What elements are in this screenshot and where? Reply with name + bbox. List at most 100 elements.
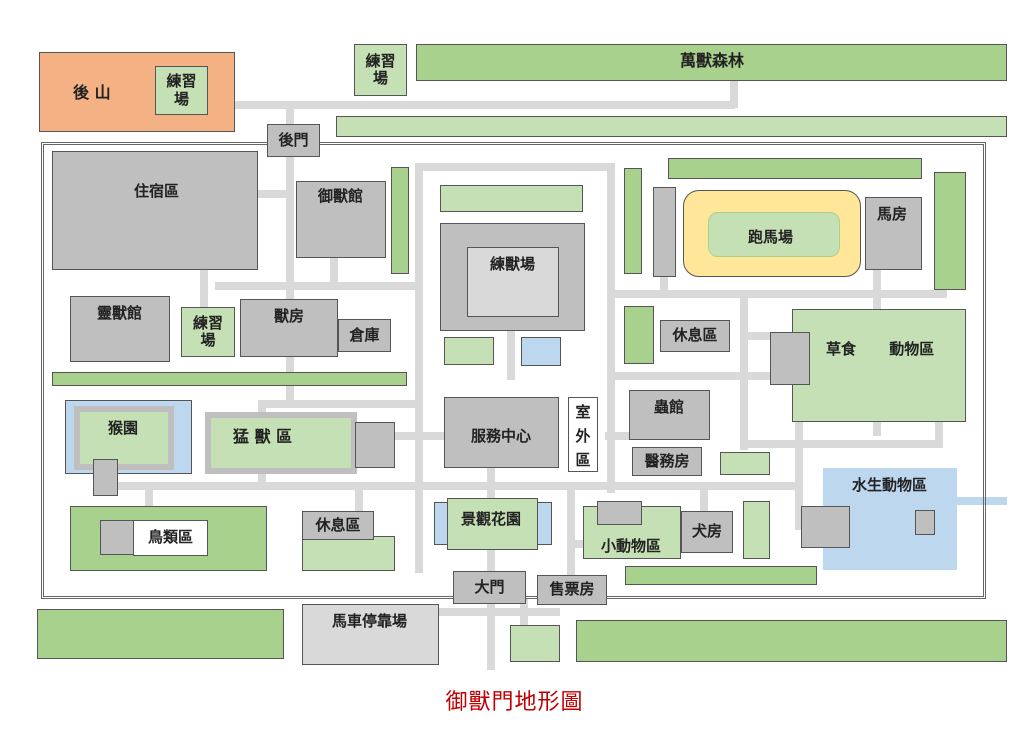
- green-strip: [440, 185, 583, 212]
- path: [355, 490, 363, 512]
- monkey-label: 猴園: [108, 419, 139, 437]
- path: [145, 490, 153, 512]
- path: [730, 80, 738, 108]
- green-field: [37, 609, 284, 659]
- small-animal-hut: [597, 501, 642, 525]
- green-strip: [624, 168, 642, 274]
- aquatic-post: [915, 510, 935, 535]
- green-strip: [391, 167, 409, 274]
- small-animal-label: 小動物區: [601, 537, 662, 555]
- path: [393, 432, 445, 440]
- monkey-ring: [74, 406, 174, 470]
- path: [607, 290, 947, 298]
- rest-area-a-label: 休息區: [672, 326, 718, 345]
- path: [415, 163, 615, 171]
- ticket-label: 售票房: [549, 580, 595, 599]
- practice-field-c[interactable]: 練習 場: [181, 307, 235, 357]
- path: [258, 190, 293, 198]
- green-strip: [52, 372, 407, 386]
- green-patch: [720, 452, 770, 475]
- main-gate-label: 大門: [474, 577, 505, 596]
- herbivore-hut: [770, 332, 810, 385]
- green-strip: [743, 501, 770, 559]
- spirit-hall[interactable]: [70, 296, 170, 362]
- carriage-label: 馬車停靠場: [332, 612, 408, 630]
- insect-hall[interactable]: [629, 390, 710, 440]
- monkey-hut: [93, 459, 118, 496]
- path: [286, 101, 294, 401]
- aquatic-hut: [801, 506, 850, 548]
- carriage-stop[interactable]: [302, 604, 439, 665]
- fierce-beast-area[interactable]: [205, 412, 357, 474]
- path: [935, 497, 1007, 505]
- green-patch: [444, 337, 494, 365]
- back-mountain-label: 後 山: [73, 83, 111, 102]
- spirit-hall-label: 靈獸館: [97, 304, 143, 322]
- beast-hall[interactable]: [296, 181, 386, 258]
- pond: [521, 337, 561, 366]
- rest-area-b[interactable]: [302, 536, 395, 571]
- path: [215, 282, 415, 290]
- path: [607, 163, 615, 493]
- medical-label: 醫務房: [644, 451, 690, 470]
- path: [605, 432, 635, 440]
- path: [100, 482, 800, 490]
- dormitory-label: 住宿區: [134, 182, 180, 200]
- path: [567, 540, 587, 548]
- outdoor-label: 室外區: [575, 403, 591, 469]
- path: [430, 608, 560, 616]
- bird-label: 鳥類區: [147, 528, 193, 547]
- path: [700, 490, 708, 515]
- herbivore-area[interactable]: [792, 309, 966, 422]
- path: [567, 490, 575, 580]
- map-title: 御獸門地形圖: [445, 690, 584, 715]
- warehouse[interactable]: 倉庫: [338, 319, 391, 352]
- garden-label: 景觀花園: [461, 510, 522, 528]
- beast-forest[interactable]: [416, 44, 1007, 81]
- green-strip: [668, 158, 922, 179]
- training-field-label: 練獸場: [490, 255, 536, 273]
- back-gate[interactable]: 後門: [267, 124, 320, 157]
- service-center[interactable]: [444, 397, 559, 468]
- path: [258, 400, 423, 408]
- dog-house[interactable]: 犬房: [681, 511, 733, 553]
- practice-field-c-label: 練習 場: [192, 313, 223, 349]
- beast-hall-label: 御獸館: [318, 187, 364, 205]
- rest-area-a[interactable]: 休息區: [660, 320, 730, 352]
- path: [507, 330, 515, 380]
- path: [745, 332, 775, 340]
- warehouse-label: 倉庫: [349, 325, 380, 344]
- path: [330, 255, 338, 285]
- path: [607, 372, 787, 380]
- bird-label-box: 鳥類區: [133, 520, 208, 556]
- practice-field-b-label: 練習 場: [365, 51, 396, 87]
- fierce-beast-label: 猛 獸 區: [233, 427, 293, 446]
- dog-house-label: 犬房: [691, 522, 722, 541]
- practice-field-a[interactable]: 練習 場: [155, 66, 208, 115]
- dormitory[interactable]: [52, 151, 258, 270]
- green-field: [576, 620, 1007, 662]
- medical-room[interactable]: 醫務房: [632, 447, 702, 476]
- green-patch: [510, 625, 560, 662]
- beast-house[interactable]: [240, 299, 338, 357]
- stable[interactable]: [865, 197, 922, 270]
- rest-area-b-label: 休息區: [315, 515, 361, 534]
- path: [795, 370, 803, 530]
- garden[interactable]: [447, 498, 538, 550]
- ticket-office[interactable]: 售票房: [537, 575, 607, 605]
- path: [740, 290, 748, 450]
- fierce-beast-hut: [355, 422, 395, 468]
- racecourse-inner: [708, 212, 840, 257]
- aquatic-label: 水生動物區: [852, 476, 928, 494]
- outdoor-area[interactable]: [568, 397, 598, 472]
- green-strip: [934, 172, 966, 290]
- path: [415, 163, 423, 573]
- service-center-label: 服務中心: [471, 427, 532, 445]
- bird-hut: [100, 520, 135, 555]
- main-gate[interactable]: 大門: [453, 571, 526, 604]
- beast-house-label: 獸房: [274, 307, 305, 325]
- green-strip: [624, 306, 654, 364]
- practice-field-b[interactable]: 練習 場: [354, 44, 407, 96]
- practice-field-a-label: 練習 場: [166, 72, 197, 108]
- rest-area-b-hut[interactable]: 休息區: [302, 511, 374, 540]
